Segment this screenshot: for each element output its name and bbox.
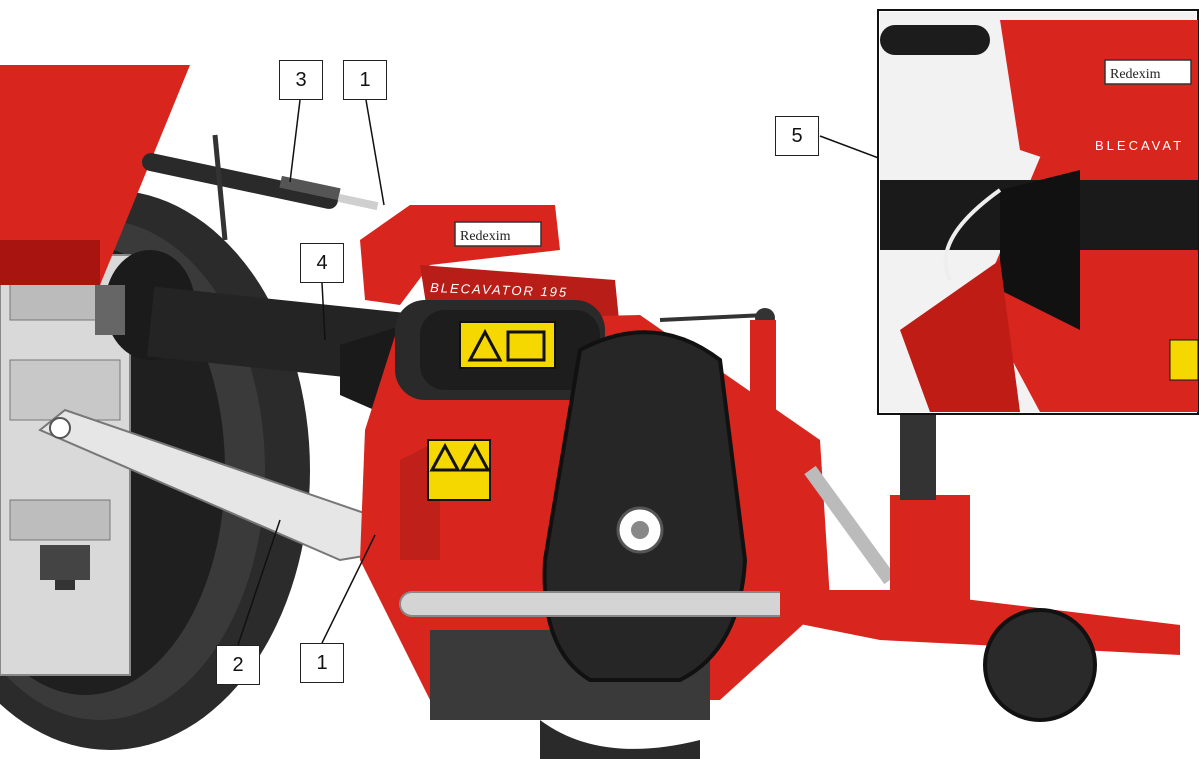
callout-1-top: 1 [343, 60, 387, 100]
callout-3: 3 [279, 60, 323, 100]
pto-shaft [95, 250, 420, 430]
callout-1-bottom: 1 [300, 643, 344, 683]
safety-sticker-icon [427, 439, 491, 501]
brand-plate-text: Redexim [460, 229, 511, 244]
warning-sticker-icon [459, 321, 556, 369]
callout-4: 4 [300, 243, 344, 283]
top-link [141, 134, 379, 241]
tractor-fender [0, 65, 190, 285]
seed-wheel [540, 720, 700, 759]
detail-inset: Redexim BLECAVAT [877, 9, 1199, 415]
gear-case [542, 330, 748, 682]
inset-brand-text: Redexim [1110, 67, 1161, 82]
model-name-text: BLECAVATOR 195 [430, 280, 569, 300]
callout-5: 5 [775, 116, 819, 156]
spring-linkage [659, 308, 896, 585]
callout-2: 2 [216, 645, 260, 685]
roller-frame [780, 360, 1180, 722]
inset-model-text: BLECAVAT [1095, 138, 1184, 153]
brand-logo-icon [454, 221, 542, 247]
roller-bar [399, 591, 831, 617]
